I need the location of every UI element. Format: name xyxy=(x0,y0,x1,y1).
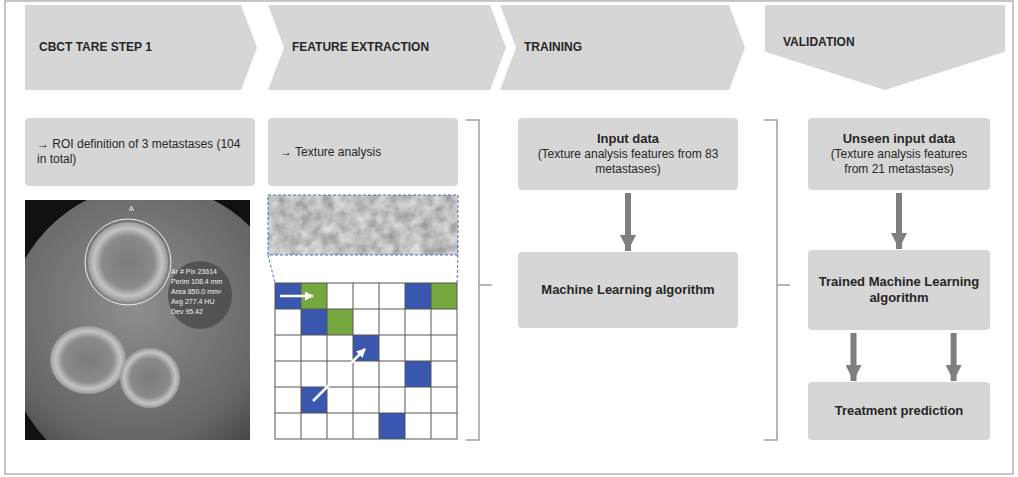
node-title: Input data xyxy=(528,131,728,147)
bracket xyxy=(764,120,790,440)
zoom-leader xyxy=(268,255,458,283)
node-content: Treatment prediction xyxy=(808,382,990,440)
node-title: TRAINING xyxy=(524,40,721,55)
node-content: Input data(Texture analysis features fro… xyxy=(518,118,738,190)
image-annotation: Avg 277.4 HU xyxy=(171,298,214,305)
node-content: VALIDATION xyxy=(765,5,1005,90)
node-content: TRAINING xyxy=(500,5,745,90)
process-box: Input data(Texture analysis features fro… xyxy=(518,118,738,190)
figure-frame xyxy=(5,1,1013,474)
shape-fill xyxy=(500,5,745,90)
node-title: Unseen input data xyxy=(818,131,980,147)
node-content: → Texture analysis xyxy=(268,118,458,186)
step-chevron: FEATURE EXTRACTION xyxy=(268,5,506,90)
bracket xyxy=(466,120,492,440)
node-title: → ROI definition of 3 metastases (104 in… xyxy=(37,137,243,167)
node-content: Machine Learning algorithm xyxy=(518,252,738,328)
node-title: Trained Machine Learning algorithm xyxy=(818,274,980,307)
node-title: Machine Learning algorithm xyxy=(528,282,728,298)
node-title: Treatment prediction xyxy=(818,403,980,419)
image-annotation: Perim 108.4 mm xyxy=(171,278,222,285)
node-content: CBCT TARE STEP 1 xyxy=(25,5,257,90)
shape-fill xyxy=(765,5,1005,90)
step-pentagon: VALIDATION xyxy=(765,5,1005,90)
node-body: (Texture analysis features from 83 metas… xyxy=(528,147,728,177)
flow-arrow xyxy=(951,333,957,381)
node-content: FEATURE EXTRACTION xyxy=(268,5,506,90)
node-title: FEATURE EXTRACTION xyxy=(292,40,482,55)
image-annotation: Dev 95.42 xyxy=(171,308,203,315)
step-chevron: TRAINING xyxy=(500,5,745,90)
texture-patch xyxy=(268,195,458,255)
zoom-outline xyxy=(268,195,458,255)
flow-arrow xyxy=(625,193,631,251)
node-body: (Texture analysis features from 21 metas… xyxy=(818,147,980,177)
node-content: → ROI definition of 3 metastases (104 in… xyxy=(25,118,255,186)
process-box: Unseen input data(Texture analysis featu… xyxy=(808,118,990,190)
process-box: → Texture analysis xyxy=(268,118,458,186)
flow-arrow xyxy=(896,193,902,249)
shape-fill xyxy=(268,5,506,90)
flow-arrow xyxy=(851,333,857,381)
node-title: → Texture analysis xyxy=(280,145,446,160)
node-title: CBCT TARE STEP 1 xyxy=(39,40,233,55)
node-content: Unseen input data(Texture analysis featu… xyxy=(808,118,990,190)
image-annotation: Area 850.0 mm² xyxy=(171,288,221,295)
shape-fill xyxy=(25,5,257,90)
step-chevron: CBCT TARE STEP 1 xyxy=(25,5,257,90)
image-annotation: A xyxy=(129,205,134,212)
image-annotation: Ar # Pix 23614 xyxy=(171,268,217,275)
texture-grid xyxy=(275,283,457,439)
process-box: → ROI definition of 3 metastases (104 in… xyxy=(25,118,255,186)
ct-image xyxy=(25,200,250,440)
node-title: VALIDATION xyxy=(783,35,991,50)
node-content: Trained Machine Learning algorithm xyxy=(808,250,990,330)
process-box: Trained Machine Learning algorithm xyxy=(808,250,990,330)
process-box: Treatment prediction xyxy=(808,382,990,440)
process-box: Machine Learning algorithm xyxy=(518,252,738,328)
